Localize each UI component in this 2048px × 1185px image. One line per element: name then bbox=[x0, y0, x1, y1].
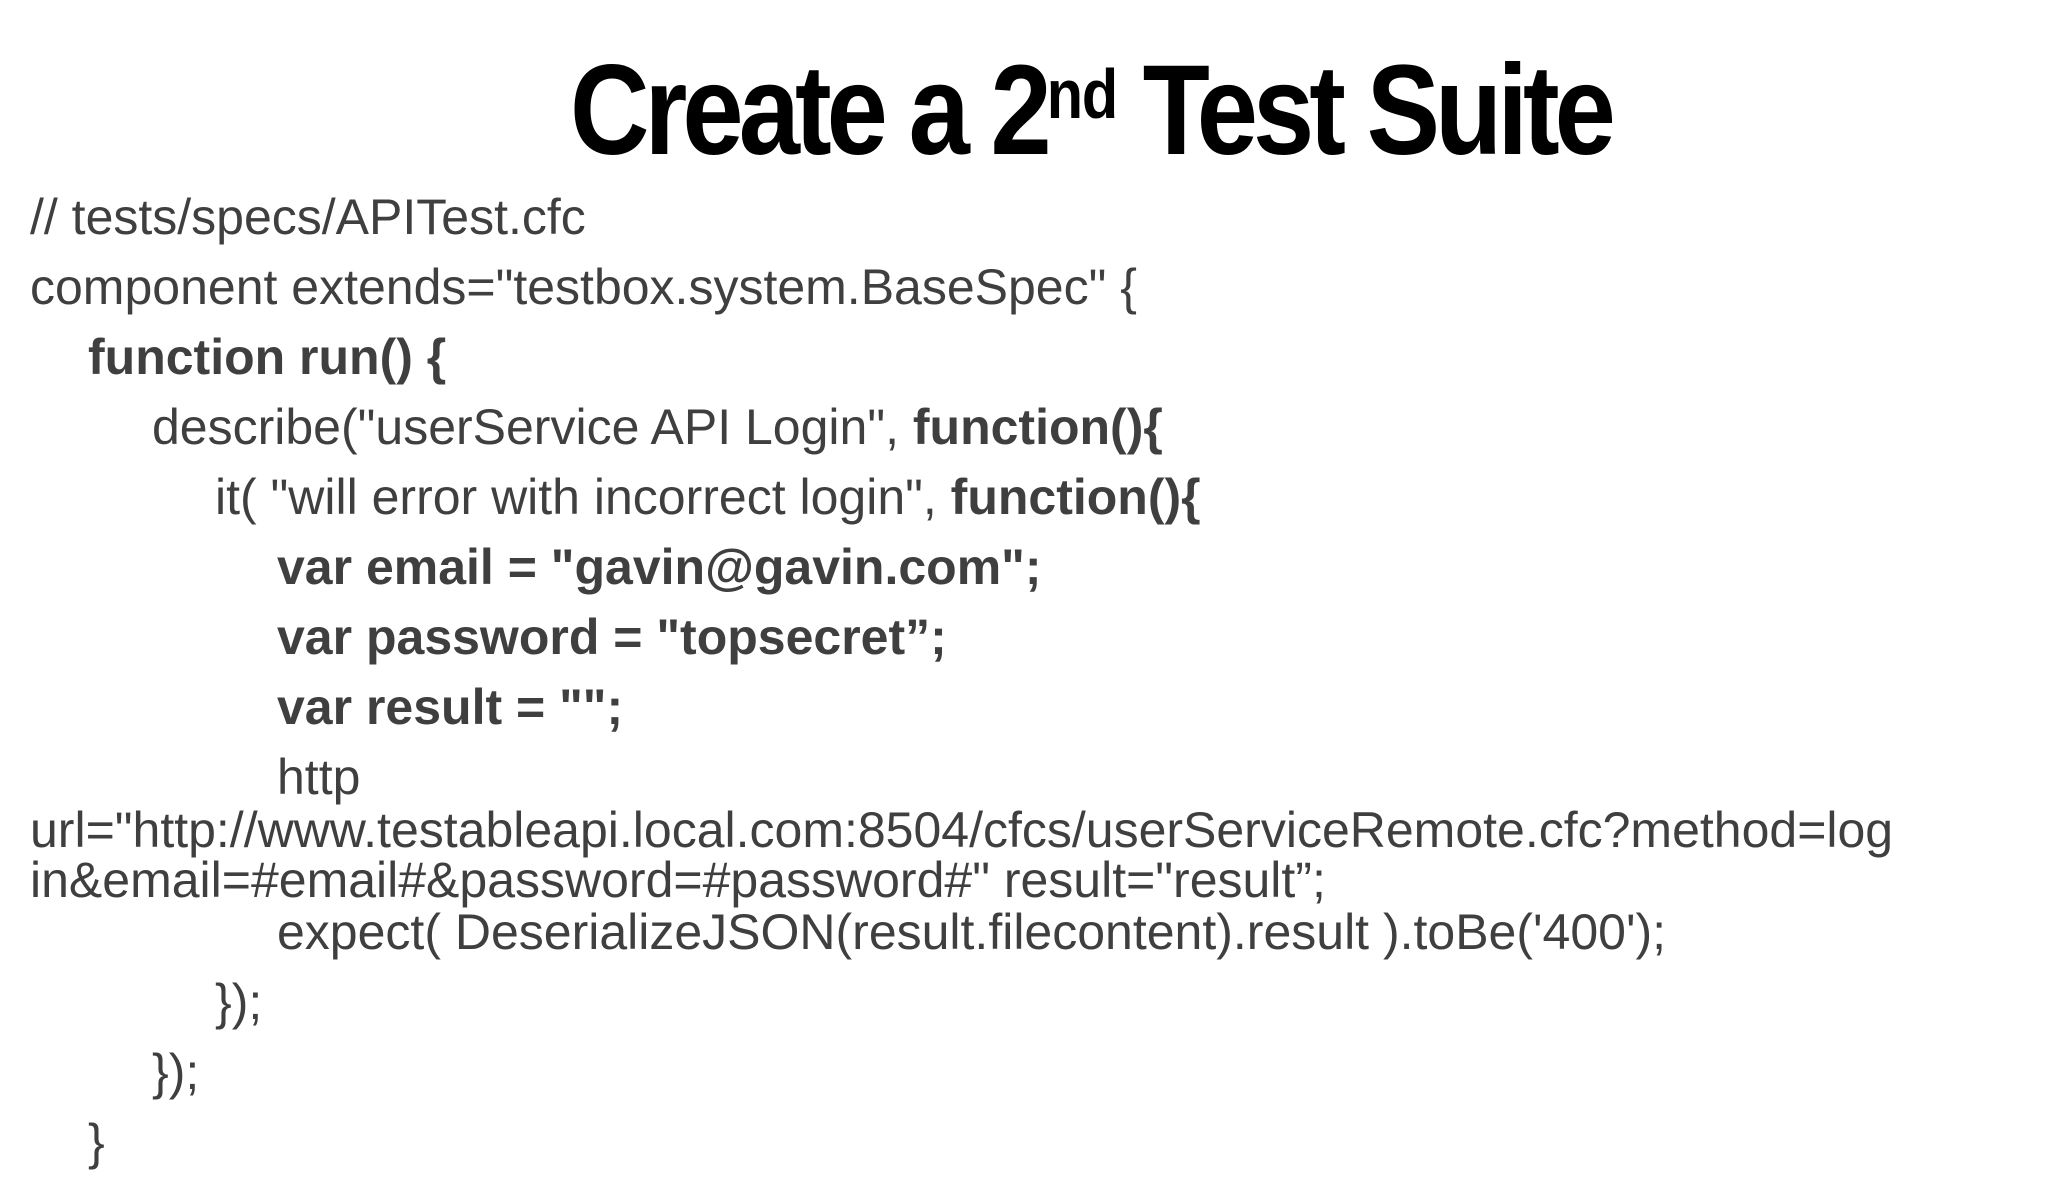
code-line: component extends="testbox.system.BaseSp… bbox=[30, 260, 2048, 315]
code-segment: in&email=#email#&password=#password#" re… bbox=[30, 852, 1326, 908]
code-segment-bold: var password = "topsecret”; bbox=[277, 609, 947, 665]
code-line: url="http://www.testableapi.local.com:85… bbox=[30, 805, 2048, 855]
code-segment: it( "will error with incorrect login", bbox=[215, 469, 951, 525]
code-segment: }); bbox=[215, 974, 263, 1030]
slide-canvas: Create a 2nd Test Suite // tests/specs/A… bbox=[30, 46, 1894, 1170]
code-line: }); bbox=[30, 1045, 2048, 1100]
slide-title: Create a 2nd Test Suite bbox=[570, 47, 1616, 175]
title-text-prefix: Create a 2 bbox=[570, 39, 1052, 182]
code-line: } bbox=[30, 1115, 2048, 1170]
code-segment: }); bbox=[152, 1044, 200, 1100]
code-segment: component extends="testbox.system.BaseSp… bbox=[30, 259, 1137, 315]
code-line: function run() { bbox=[30, 330, 2048, 385]
code-segment: // tests/specs/APITest.cfc bbox=[30, 189, 586, 245]
code-line: // tests/specs/APITest.cfc bbox=[30, 190, 2048, 245]
code-line: describe("userService API Login", functi… bbox=[30, 400, 2048, 455]
code-line: var result = ""; bbox=[30, 680, 2048, 735]
code-block: // tests/specs/APITest.cfc component exte… bbox=[30, 190, 2048, 1185]
code-line: it( "will error with incorrect login", f… bbox=[30, 470, 2048, 525]
code-line: var email = "gavin@gavin.com"; bbox=[30, 540, 2048, 595]
code-line: in&email=#email#&password=#password#" re… bbox=[30, 855, 2048, 905]
code-line: }); bbox=[30, 975, 2048, 1030]
code-segment: } bbox=[88, 1114, 105, 1170]
code-segment-bold: var result = ""; bbox=[277, 679, 624, 735]
code-line: http bbox=[30, 750, 2048, 805]
title-superscript: nd bbox=[1046, 55, 1118, 134]
code-line: var password = "topsecret”; bbox=[30, 610, 2048, 665]
code-segment-bold: function(){ bbox=[912, 399, 1163, 455]
title-text-suffix: Test Suite bbox=[1116, 39, 1616, 182]
code-segment-bold: function(){ bbox=[950, 469, 1201, 525]
code-segment: url="http://www.testableapi.local.com:85… bbox=[30, 802, 1894, 858]
code-segment: expect( DeserializeJSON(result.fileconte… bbox=[277, 904, 1667, 960]
code-line: expect( DeserializeJSON(result.fileconte… bbox=[30, 905, 2048, 960]
code-segment-bold: var email = "gavin@gavin.com"; bbox=[277, 539, 1042, 595]
code-segment: http bbox=[277, 749, 361, 805]
code-segment: describe("userService API Login", bbox=[152, 399, 913, 455]
code-segment-bold: function run() { bbox=[88, 329, 447, 385]
